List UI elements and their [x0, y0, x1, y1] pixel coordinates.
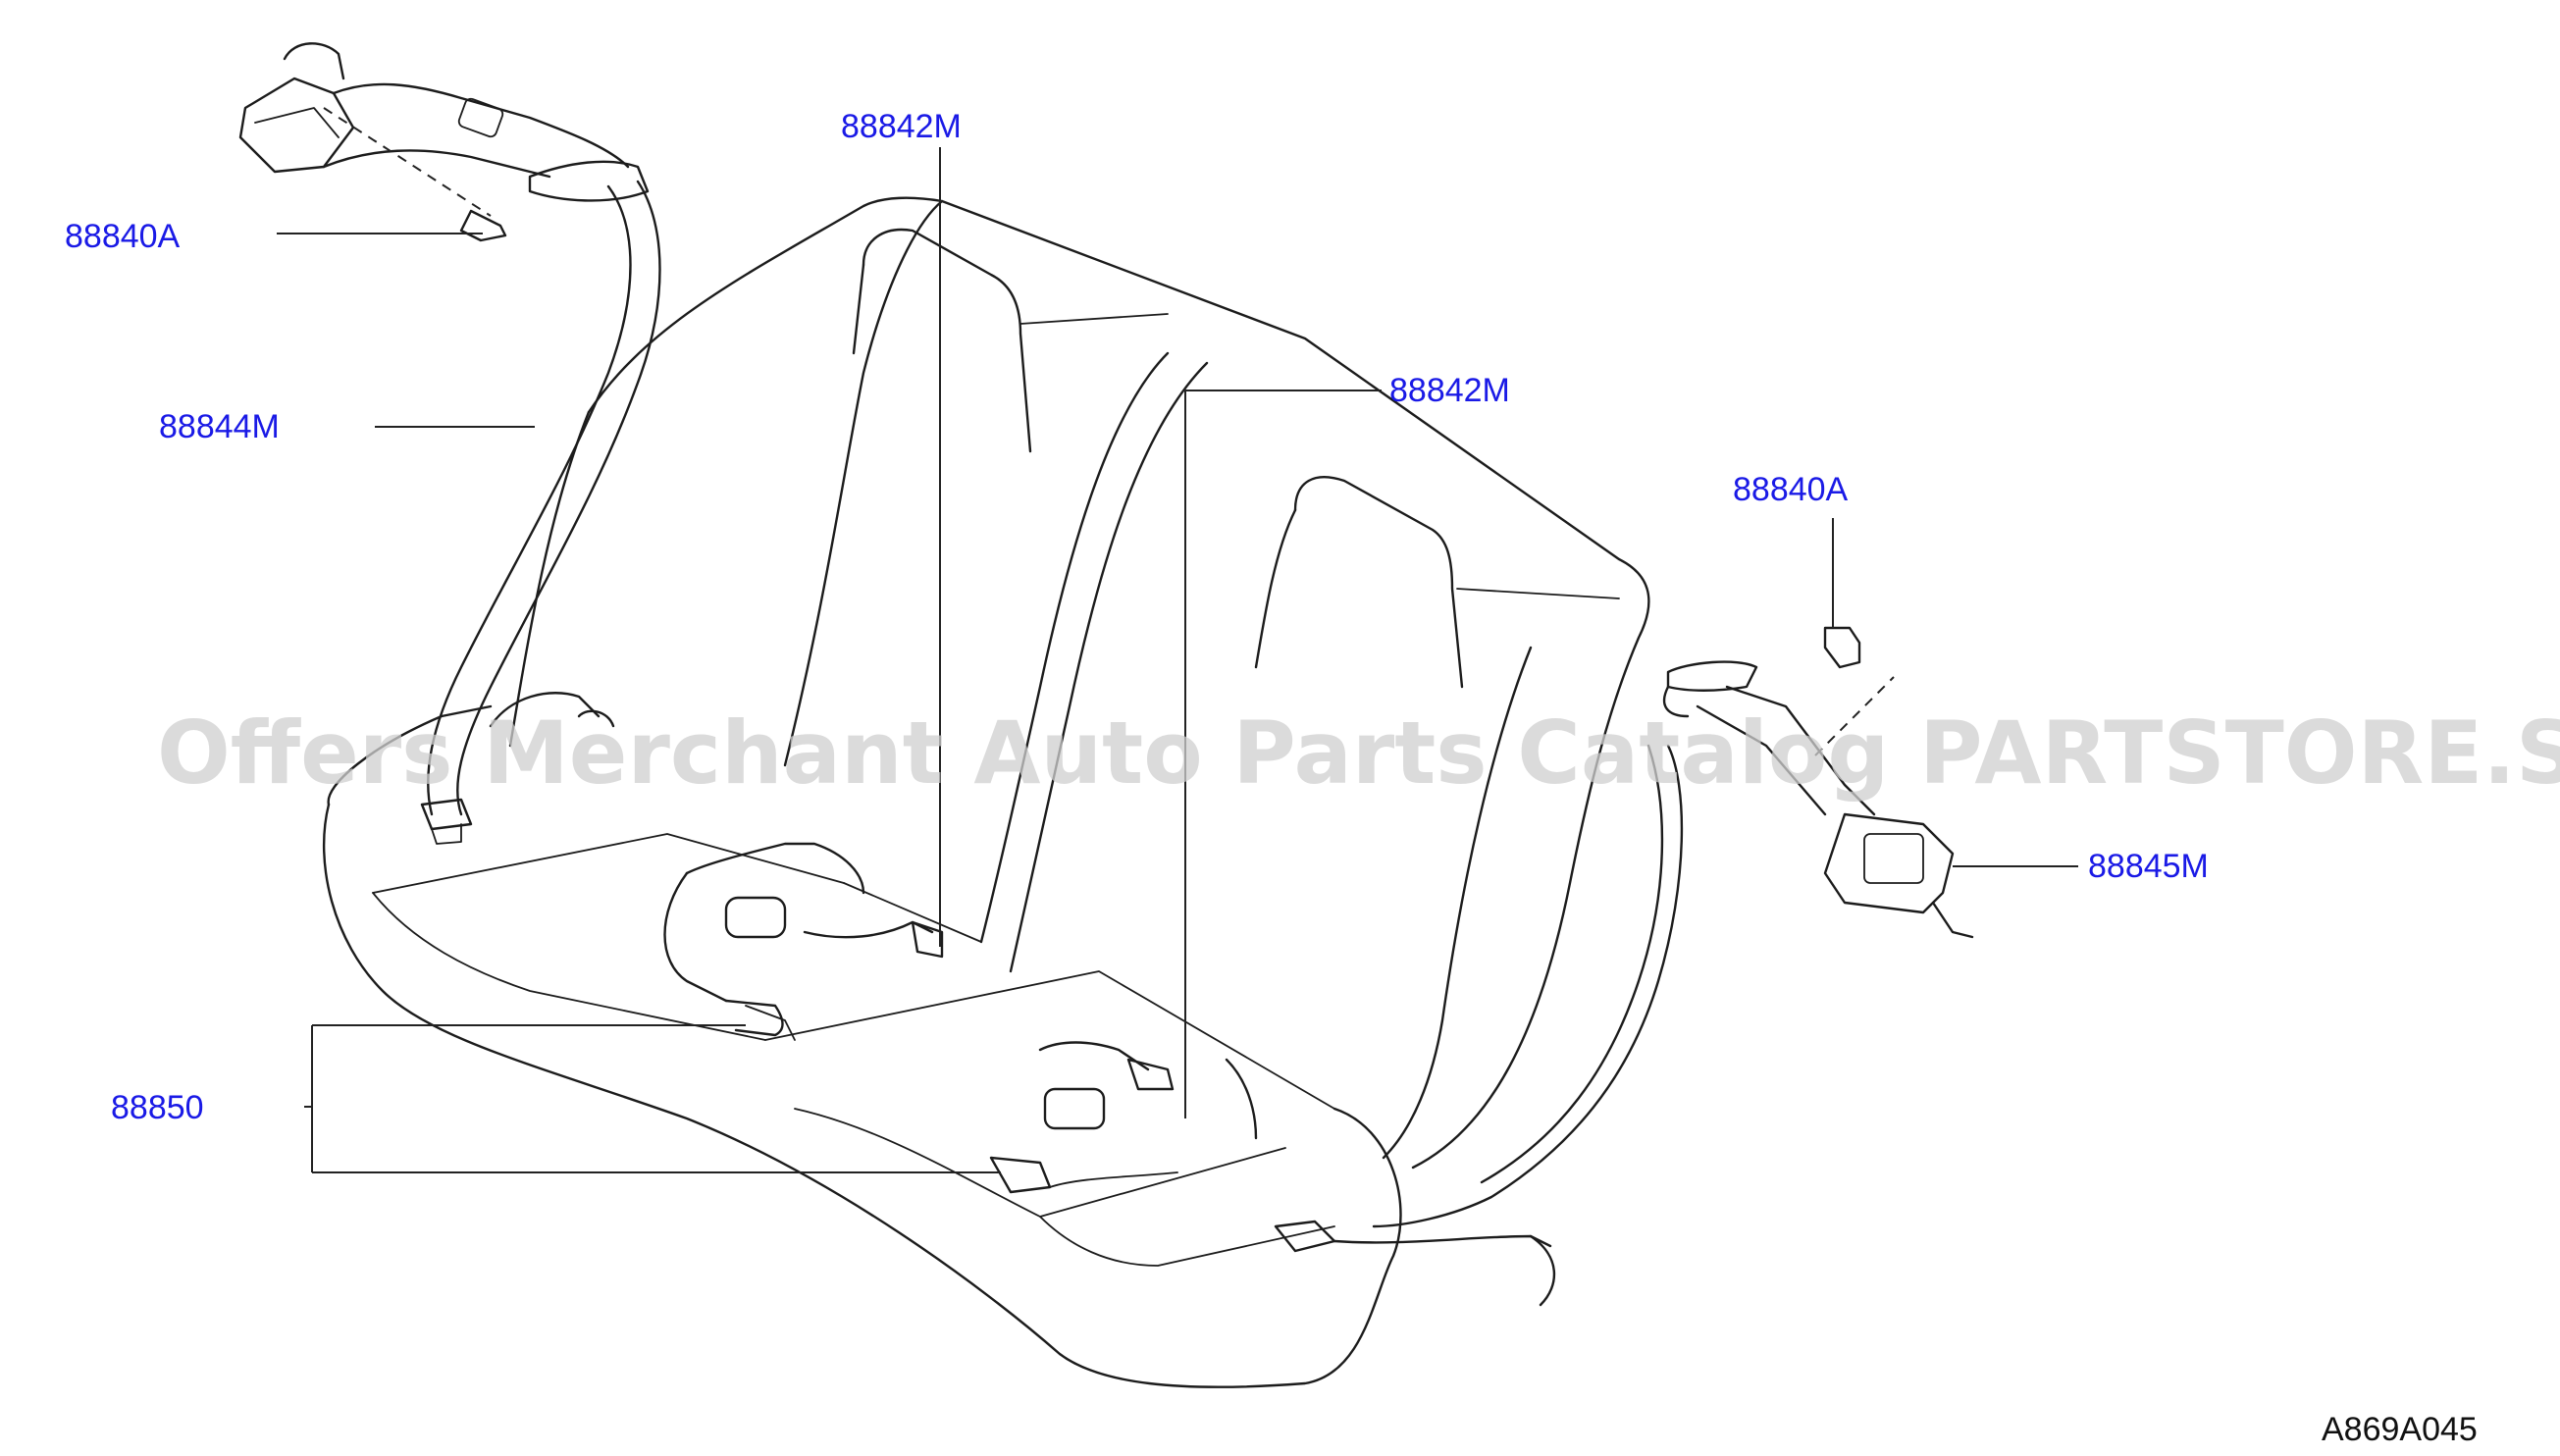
right-retractor-belt — [1274, 626, 1974, 1307]
callout-88850: 88850 — [111, 1089, 204, 1126]
callout-88840a-top-left: 88840A — [65, 218, 181, 255]
leader-lines — [277, 147, 2078, 1173]
watermark: Offers Merchant Auto Parts Catalog PARTS… — [157, 702, 2560, 804]
callout-88844m: 88844M — [159, 408, 280, 445]
callout-88842m-center: 88842M — [841, 108, 962, 145]
callout-88845m: 88845M — [2088, 848, 2209, 885]
callout-88840a-right: 88840A — [1733, 471, 1849, 508]
diagram-code: A869A045 — [2322, 1411, 2478, 1448]
left-retractor-belt — [238, 42, 661, 845]
buckle-set — [663, 842, 1258, 1194]
rear-seat-drawing — [322, 196, 1650, 1388]
callout-88842m-right: 88842M — [1389, 372, 1510, 409]
